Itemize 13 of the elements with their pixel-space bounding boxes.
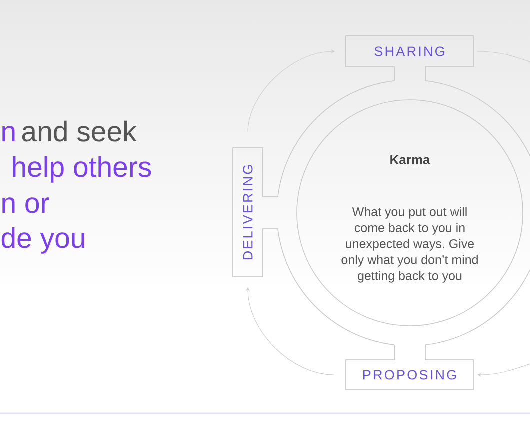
label-box: DELIVERING [232, 148, 278, 278]
slogan-text: and seek [22, 120, 137, 142]
label-box: SHARING [346, 36, 474, 82]
text-circle [296, 100, 524, 326]
slogan-text: n or [2, 198, 50, 214]
slogan-text: help others [13, 156, 152, 183]
slogan-text: n [2, 126, 15, 142]
slogan-text: de you [2, 227, 84, 254]
circle-heading: Karma [390, 155, 430, 165]
label-box: PROPOSING [346, 344, 474, 390]
circle-text: What you put out will come back to you in unexpected ways. Give only what you don’t mind getting back to you [342, 207, 478, 283]
curved-line [477, 51, 530, 62]
ring-frame [278, 80, 530, 346]
